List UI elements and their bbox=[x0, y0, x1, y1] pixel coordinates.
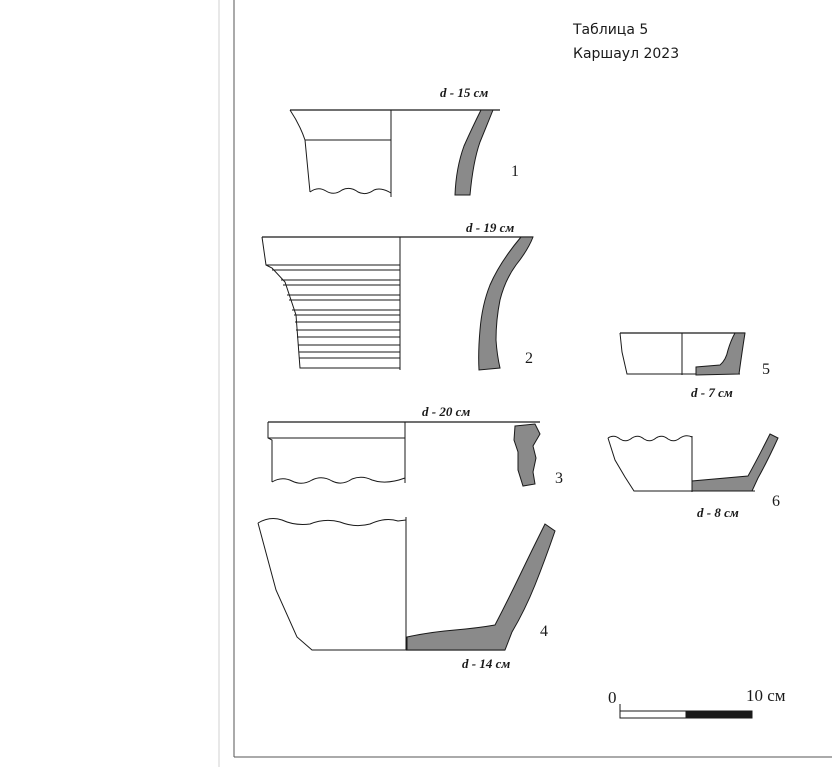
scale-bar-end-label: 10 см bbox=[746, 686, 786, 705]
vessel-4-section bbox=[406, 523, 556, 651]
vessel-6-diameter: d - 8 см bbox=[697, 505, 739, 520]
vessel-5-diameter: d - 7 см bbox=[691, 385, 733, 400]
site-year: Каршаул 2023 bbox=[573, 46, 680, 62]
vessel-1-section bbox=[454, 109, 494, 196]
vessel-1-diameter: d - 15 см bbox=[440, 85, 489, 100]
vessel-2-section bbox=[478, 236, 534, 371]
vessel-3-drawing bbox=[267, 421, 541, 487]
vessel-5-section bbox=[695, 332, 746, 376]
vessel-2-drawing bbox=[261, 236, 534, 371]
scale-bar bbox=[619, 704, 753, 719]
vessel-6-drawing bbox=[607, 433, 779, 492]
vessel-2-diameter: d - 19 см bbox=[466, 220, 515, 235]
scale-bar-start-label: 0 bbox=[608, 688, 617, 707]
vessel-4-drawing bbox=[257, 517, 556, 651]
vessel-1-number: 1 bbox=[511, 163, 519, 180]
vessel-4-diameter: d - 14 см bbox=[462, 656, 511, 671]
vessel-3-section bbox=[513, 423, 541, 487]
vessel-3-diameter: d - 20 см bbox=[422, 404, 471, 419]
scale-bar-black-segment bbox=[685, 710, 753, 719]
vessel-5-drawing bbox=[619, 332, 746, 376]
plate-title: Таблица 5 bbox=[573, 22, 649, 38]
vessel-6-section bbox=[691, 433, 779, 492]
vessel-1-drawing bbox=[289, 109, 500, 197]
vessel-2-number: 2 bbox=[525, 350, 533, 367]
vessel-4-number: 4 bbox=[540, 623, 548, 640]
vessel-5-number: 5 bbox=[762, 361, 770, 378]
vessel-6-number: 6 bbox=[772, 493, 780, 510]
scale-bar-white-segment bbox=[619, 710, 687, 719]
vessel-3-number: 3 bbox=[555, 470, 563, 487]
